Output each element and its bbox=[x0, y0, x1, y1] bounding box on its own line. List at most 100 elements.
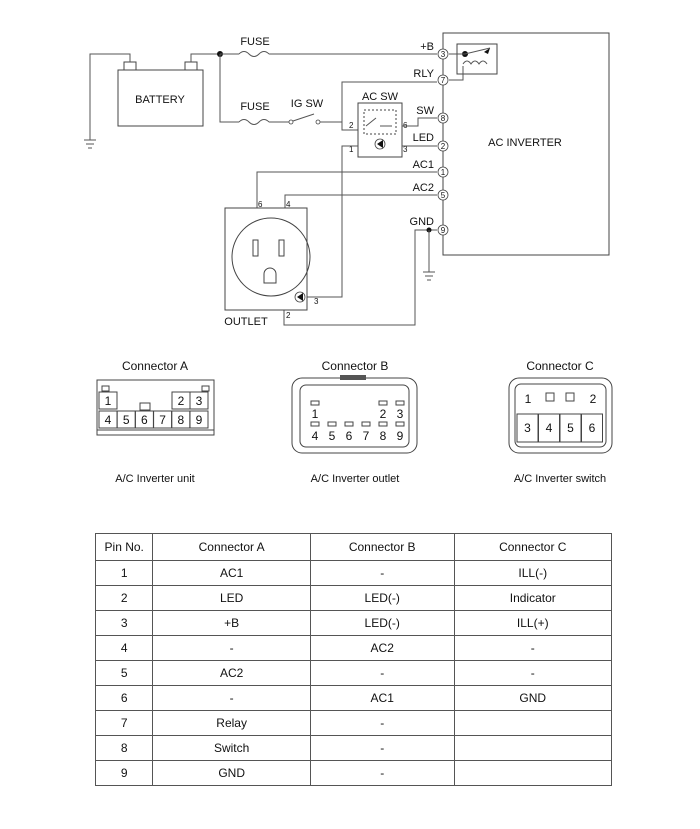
table-cell: 7 bbox=[94, 710, 154, 736]
connector-pin-number: 9 bbox=[196, 413, 203, 427]
ig-sw-label: IG SW bbox=[291, 98, 324, 110]
outlet-box bbox=[224, 207, 308, 311]
inverter-pin-number: 1 bbox=[441, 168, 446, 177]
table-cell: ILL(+) bbox=[453, 610, 613, 636]
connector-c-body bbox=[508, 377, 613, 454]
connector-pin-number: 1 bbox=[312, 407, 319, 421]
table-cell: AC1 bbox=[309, 685, 455, 711]
connector-pin-number: 4 bbox=[546, 421, 553, 435]
connector-pin-number: 6 bbox=[589, 421, 596, 435]
table-cell: AC1 bbox=[152, 560, 311, 586]
wiring-diagram: BATTERY FUSE FUSE IG SW AC SW 2 6 1 3 AC… bbox=[84, 32, 613, 485]
signal-ac1: AC1 bbox=[413, 159, 434, 171]
table-cell: - bbox=[309, 710, 455, 736]
connector-b-caption: A/C Inverter outlet bbox=[311, 473, 400, 485]
connector-pin-number: 8 bbox=[380, 429, 387, 443]
table-cell: 3 bbox=[94, 610, 154, 636]
battery-box bbox=[117, 69, 204, 127]
svg-text:6: 6 bbox=[258, 200, 263, 209]
table-cell: Switch bbox=[152, 735, 311, 761]
connector-a-body bbox=[96, 379, 215, 436]
ac-sw-box bbox=[357, 102, 403, 158]
connector-pin-number: 3 bbox=[397, 407, 404, 421]
svg-text:3: 3 bbox=[314, 297, 319, 306]
svg-text:4: 4 bbox=[286, 200, 291, 209]
connector-pin-number: 5 bbox=[123, 413, 130, 427]
connector-pin-number: 4 bbox=[105, 413, 112, 427]
table-cell: 6 bbox=[94, 685, 154, 711]
table-cell: - bbox=[309, 760, 455, 786]
svg-text:3: 3 bbox=[403, 145, 408, 154]
inverter-pin bbox=[437, 74, 449, 86]
table-cell: AC2 bbox=[309, 635, 455, 661]
table-cell: LED(-) bbox=[309, 585, 455, 611]
outlet-label: OUTLET bbox=[224, 316, 268, 328]
connector-pin-number: 7 bbox=[363, 429, 370, 443]
connector-pin-number: 2 bbox=[178, 394, 185, 408]
connector-pin-number: 7 bbox=[159, 413, 166, 427]
connector-pin-number: 1 bbox=[525, 392, 532, 406]
table-cell bbox=[453, 710, 613, 736]
connector-pin-cell bbox=[581, 413, 603, 443]
table-header-cell: Connector A bbox=[152, 533, 311, 561]
connector-pin-number: 6 bbox=[346, 429, 353, 443]
table-cell bbox=[453, 760, 613, 786]
connector-pin-number: 4 bbox=[312, 429, 319, 443]
svg-text:2: 2 bbox=[286, 311, 291, 320]
connector-c-title: Connector C bbox=[526, 359, 594, 373]
table-header-cell: Connector C bbox=[453, 533, 613, 561]
inverter-pin bbox=[437, 189, 449, 201]
table-cell: GND bbox=[152, 760, 311, 786]
table-cell: 1 bbox=[94, 560, 154, 586]
table-cell: - bbox=[309, 735, 455, 761]
inverter-pin-number: 9 bbox=[441, 226, 446, 235]
table-cell: - bbox=[453, 635, 613, 661]
signal-gnd: GND bbox=[410, 216, 435, 228]
signal-plus-b: +B bbox=[420, 41, 434, 53]
table-cell: LED(-) bbox=[309, 610, 455, 636]
connector-pin-number: 6 bbox=[141, 413, 148, 427]
connector-pin-number: 8 bbox=[177, 413, 184, 427]
connector-pin-number: 1 bbox=[105, 394, 112, 408]
inverter-pin-number: 3 bbox=[441, 50, 446, 59]
inverter-pin bbox=[437, 224, 449, 236]
ac-inverter-label: AC INVERTER bbox=[488, 137, 562, 149]
ac-sw-label: AC SW bbox=[362, 91, 399, 103]
table-cell: 2 bbox=[94, 585, 154, 611]
connector-pin-number: 9 bbox=[397, 429, 404, 443]
svg-text:2: 2 bbox=[349, 121, 354, 130]
connector-a-caption: A/C Inverter unit bbox=[115, 473, 194, 485]
inverter-pin-number: 5 bbox=[441, 191, 446, 200]
table-cell: - bbox=[309, 660, 455, 686]
inverter-pin bbox=[437, 112, 449, 124]
connector-c-caption: A/C Inverter switch bbox=[514, 473, 606, 485]
inverter-pin bbox=[437, 48, 449, 60]
connector-pin-number: 3 bbox=[196, 394, 203, 408]
table-cell: 8 bbox=[94, 735, 154, 761]
connector-pin-cell bbox=[189, 391, 209, 410]
inverter-pin-number: 2 bbox=[441, 142, 446, 151]
table-cell: AC2 bbox=[152, 660, 311, 686]
table-cell: GND bbox=[453, 685, 613, 711]
table-cell: +B bbox=[152, 610, 311, 636]
inverter-pin bbox=[437, 166, 449, 178]
table-row: 4-AC2- bbox=[94, 635, 613, 661]
connector-a-title: Connector A bbox=[122, 359, 188, 373]
connector-b-title: Connector B bbox=[322, 359, 389, 373]
connector-pin-number: 2 bbox=[590, 392, 597, 406]
table-header-cell: Connector B bbox=[309, 533, 455, 561]
connector-pin-number: 5 bbox=[567, 421, 574, 435]
table-cell: - bbox=[453, 660, 613, 686]
table-cell: - bbox=[309, 560, 455, 586]
connector-pin-number: 5 bbox=[329, 429, 336, 443]
inverter-pin-number: 7 bbox=[441, 76, 446, 85]
